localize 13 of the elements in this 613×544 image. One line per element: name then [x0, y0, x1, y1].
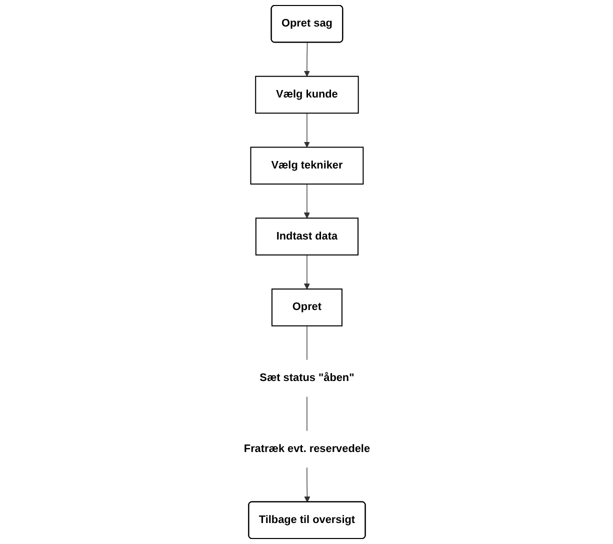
node-box: Vælg tekniker [250, 146, 364, 185]
node-text: Fratræk evt. reservedele [243, 443, 370, 455]
node-box: Opret [270, 288, 342, 326]
node-text: Sæt status "åben" [259, 372, 354, 384]
connector [306, 396, 307, 432]
arrow [304, 42, 310, 77]
arrow [304, 467, 310, 502]
node-box: Vælg kunde [254, 76, 358, 114]
connector [306, 326, 307, 360]
arrow [304, 112, 310, 148]
node-box: Indtast data [254, 218, 358, 256]
arrow [304, 254, 310, 290]
arrow [304, 184, 310, 218]
